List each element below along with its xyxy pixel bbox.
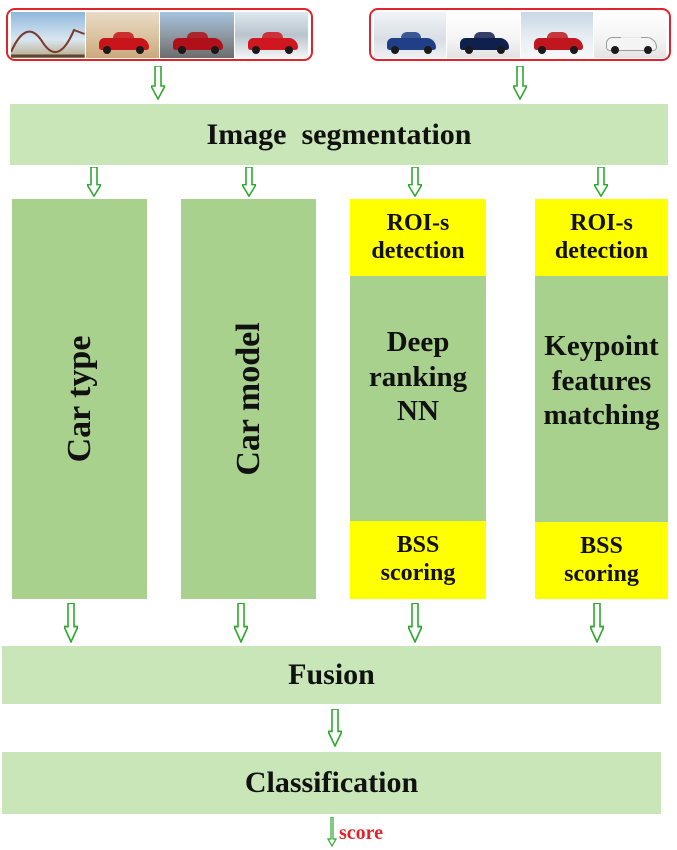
bss-scoring-box: BSS scoring bbox=[350, 521, 486, 599]
arrow-down-icon bbox=[242, 167, 256, 197]
arrow-down-icon bbox=[234, 603, 248, 643]
arrow-down-icon bbox=[408, 167, 422, 197]
car-model-label: Car model bbox=[229, 322, 267, 476]
car-model-column: Car model bbox=[181, 199, 316, 599]
keypoint-features-matching-label: Keypoint features matching bbox=[543, 329, 660, 432]
image-segmentation-stage: Image segmentation bbox=[10, 104, 668, 165]
thumbnail-roller-coaster bbox=[11, 11, 85, 58]
right-image-strip bbox=[369, 8, 671, 61]
image-segmentation-label: Image segmentation bbox=[206, 117, 472, 151]
roi-detection-box: ROI-s detection bbox=[535, 199, 668, 276]
thumbnail-red-car-mountain bbox=[160, 11, 234, 58]
deep-ranking-nn-label: Deep ranking NN bbox=[368, 325, 468, 428]
fusion-stage: Fusion bbox=[2, 646, 661, 704]
bss-scoring-box: BSS scoring bbox=[535, 522, 668, 599]
classification-stage: Classification bbox=[2, 752, 661, 814]
arrow-down-icon bbox=[594, 167, 608, 197]
arrow-down-icon bbox=[87, 167, 101, 197]
thumbnail-red-car-snow-mountain bbox=[234, 11, 308, 58]
thumbnail-blue-car-snow bbox=[374, 11, 447, 58]
car-type-column: Car type bbox=[12, 199, 147, 599]
thumbnail-dark-blue-car bbox=[447, 11, 520, 58]
arrow-down-icon bbox=[64, 603, 78, 643]
arrow-down-icon bbox=[408, 603, 422, 643]
left-image-strip bbox=[6, 8, 313, 61]
car-type-label: Car type bbox=[60, 335, 98, 463]
classification-label: Classification bbox=[244, 766, 419, 799]
deep-ranking-column: ROI-s detection Deep ranking NN BSS scor… bbox=[350, 199, 486, 599]
arrow-down-icon bbox=[513, 66, 527, 100]
keypoint-column: ROI-s detection Keypoint features matchi… bbox=[535, 199, 668, 599]
thumbnail-red-car-desert bbox=[85, 11, 159, 58]
fusion-label: Fusion bbox=[288, 658, 375, 691]
thumbnail-white-car bbox=[593, 11, 666, 58]
score-output-label: score bbox=[339, 822, 384, 844]
arrow-down-icon bbox=[151, 66, 165, 100]
arrow-down-icon bbox=[328, 709, 342, 747]
roi-detection-box: ROI-s detection bbox=[350, 199, 486, 276]
arrow-down-icon bbox=[590, 603, 604, 643]
arrow-down-icon bbox=[327, 817, 337, 847]
thumbnail-red-car-snow bbox=[520, 11, 593, 58]
